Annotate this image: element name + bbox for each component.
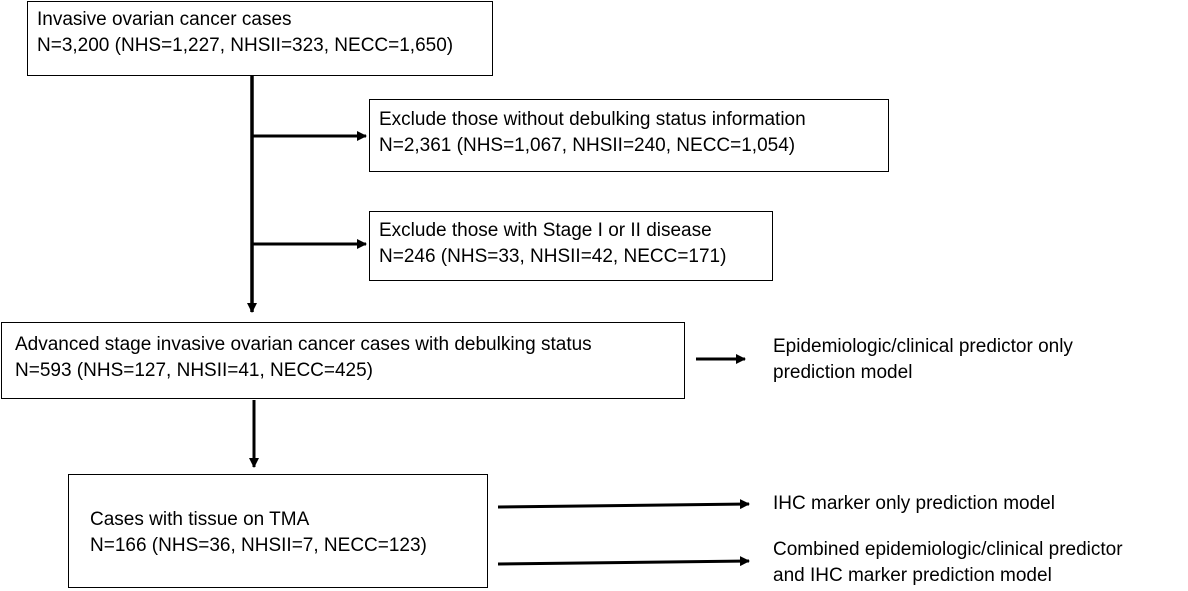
exclude-debulking-counts: N=2,361 (NHS=1,067, NHSII=240, NECC=1,05…: [379, 135, 796, 156]
exclude-stage-box: Exclude those with Stage I or II disease…: [369, 211, 773, 281]
total-cases-title: Invasive ovarian cancer cases: [37, 9, 292, 30]
advanced-stage-title: Advanced stage invasive ovarian cancer c…: [15, 334, 592, 355]
combined-model-line2: and IHC marker prediction model: [773, 565, 1052, 586]
total-cases-box: Invasive ovarian cancer cases N=3,200 (N…: [27, 1, 493, 76]
advanced-stage-box: Advanced stage invasive ovarian cancer c…: [1, 322, 685, 399]
combined-model-label: Combined epidemiologic/clinical predicto…: [773, 537, 1123, 589]
exclude-debulking-box: Exclude those without debulking status i…: [369, 99, 889, 172]
total-cases-counts: N=3,200 (NHS=1,227, NHSII=323, NECC=1,65…: [37, 35, 454, 56]
exclude-stage-counts: N=246 (NHS=33, NHSII=42, NECC=171): [379, 246, 727, 267]
ihc-model-line1: IHC marker only prediction model: [773, 493, 1055, 514]
epi-model-label: Epidemiologic/clinical predictor only pr…: [773, 334, 1073, 386]
tma-cases-counts: N=166 (NHS=36, NHSII=7, NECC=123): [90, 535, 427, 556]
tma-cases-title: Cases with tissue on TMA: [90, 509, 310, 530]
epi-model-line1: Epidemiologic/clinical predictor only: [773, 336, 1073, 357]
epi-model-line2: prediction model: [773, 362, 913, 383]
ihc-model-arrow: [497, 499, 750, 510]
advanced-stage-counts: N=593 (NHS=127, NHSII=41, NECC=425): [15, 360, 374, 381]
exclude-stage-title: Exclude those with Stage I or II disease: [379, 220, 712, 241]
exclude-debulking-title: Exclude those without debulking status i…: [379, 109, 806, 130]
combined-model-arrow: [497, 556, 750, 567]
ihc-model-label: IHC marker only prediction model: [773, 491, 1055, 517]
combined-model-line1: Combined epidemiologic/clinical predicto…: [773, 539, 1123, 560]
tma-cases-box: Cases with tissue on TMA N=166 (NHS=36, …: [68, 474, 488, 588]
